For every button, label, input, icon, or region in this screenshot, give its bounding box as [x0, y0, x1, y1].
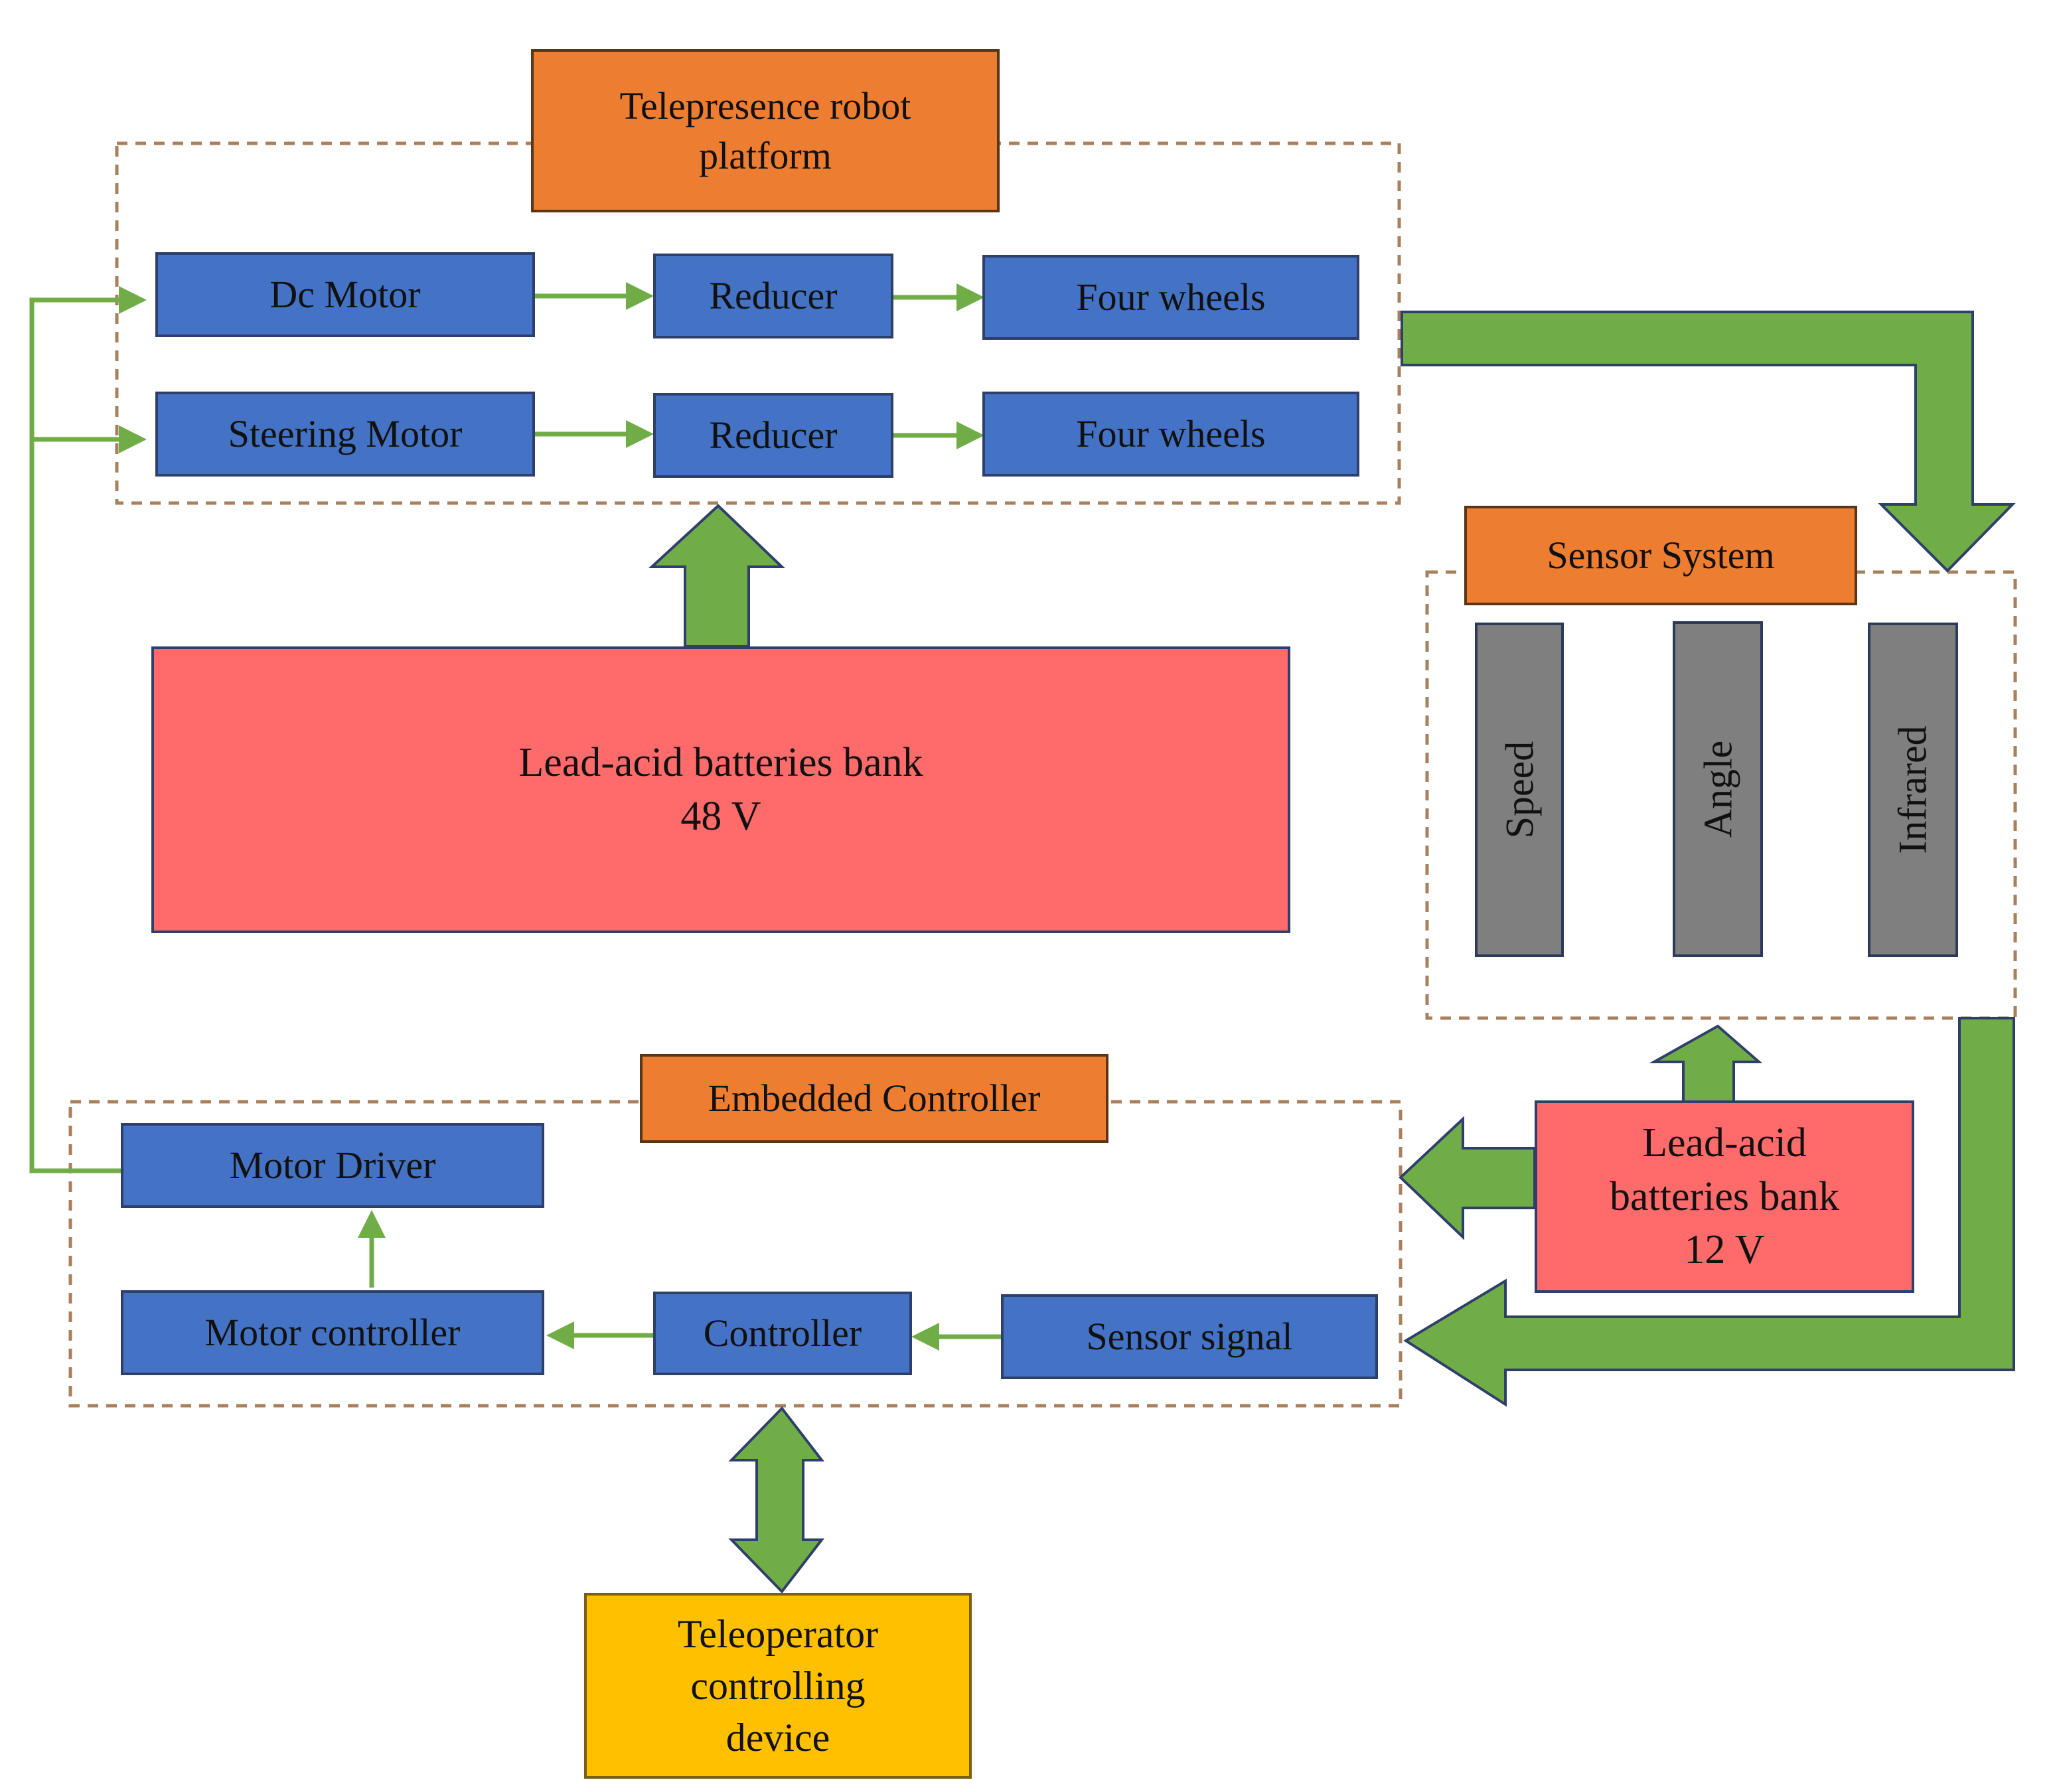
infrared-sensor-label: Infrared: [1891, 725, 1935, 854]
controller-block: Controller: [653, 1292, 912, 1375]
angle-sensor-label: Angle: [1696, 740, 1740, 838]
four-wheels-block-bottom: Four wheels: [982, 392, 1359, 477]
battery-bank-12v: Lead-acid batteries bank 12 V: [1535, 1100, 1914, 1293]
speed-sensor-block: Speed: [1475, 623, 1564, 957]
steering-motor-block: Steering Motor: [155, 392, 535, 477]
battery12-to-controller-arrow: [1399, 1116, 1536, 1240]
battery-bank-48v: Lead-acid batteries bank 48 V: [151, 646, 1290, 933]
motor-controller-block: Motor controller: [121, 1290, 544, 1375]
dc-motor-block: Dc Motor: [155, 252, 535, 337]
teleoperator-device-block: Teleoperator controlling device: [584, 1593, 972, 1779]
battery48-to-platform-arrow: [648, 504, 785, 648]
sensors-to-signal-arrow: [1403, 1017, 2015, 1407]
four-wheels-block-top: Four wheels: [982, 255, 1359, 340]
infrared-sensor-block: Infrared: [1868, 623, 1958, 957]
reducer-block-top: Reducer: [653, 254, 893, 338]
platform-title: Telepresence robot platform: [531, 49, 1000, 212]
motor-driver-block: Motor Driver: [121, 1123, 544, 1208]
battery12-to-sensors-arrow: [1649, 1024, 1763, 1103]
line-driver-to-motors: [29, 286, 147, 1173]
controller-teleoperator-double-arrow: [728, 1406, 825, 1594]
sensor-signal-block: Sensor signal: [1001, 1294, 1378, 1379]
sensor-system-title: Sensor System: [1464, 506, 1857, 605]
embedded-controller-title: Embedded Controller: [640, 1054, 1108, 1143]
speed-sensor-label: Speed: [1497, 741, 1542, 839]
reducer-block-bottom: Reducer: [653, 393, 893, 478]
sensor-group-border: [1425, 570, 2017, 1020]
angle-sensor-block: Angle: [1673, 621, 1763, 957]
wheels-to-sensors-arrow: [1401, 311, 2016, 573]
